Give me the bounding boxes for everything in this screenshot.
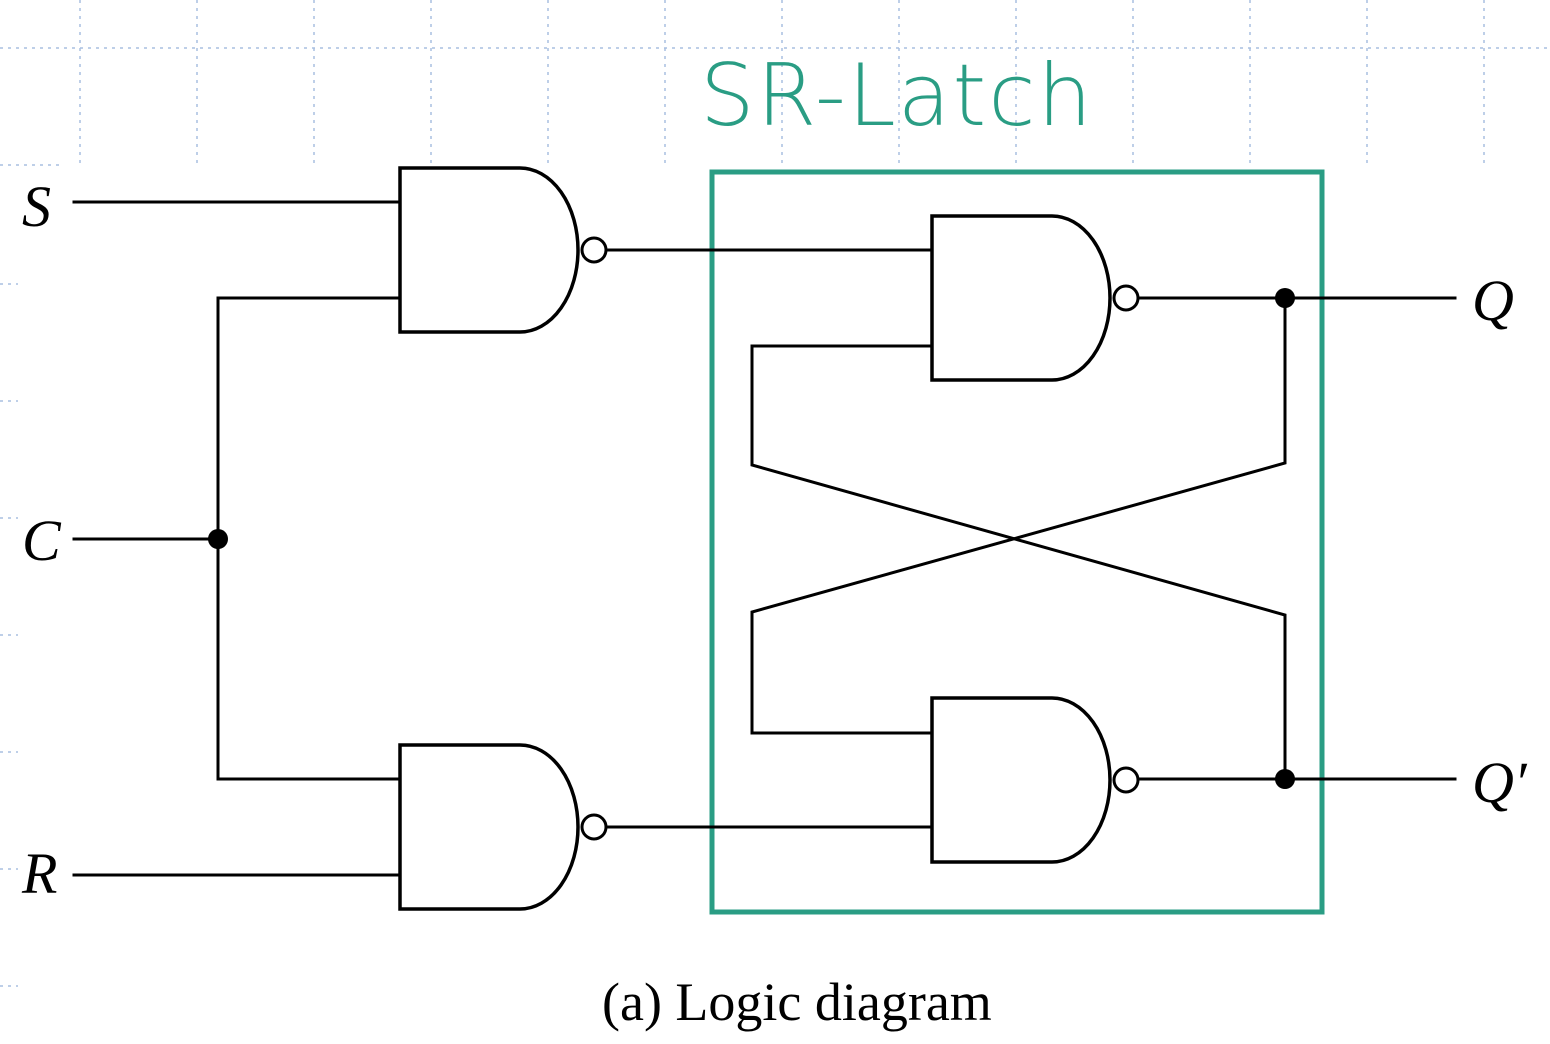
inversion-bubble (580, 813, 608, 841)
input-label-c: C (22, 508, 62, 573)
nand-gate-input-bottom (398, 743, 608, 911)
inversion-bubble (1112, 766, 1140, 794)
wire-q-feedback (750, 296, 1287, 735)
junction-dot-clock (208, 529, 228, 549)
input-label-r: R (21, 841, 57, 906)
inversion-bubble (580, 236, 608, 264)
output-label-q: Q (1472, 268, 1514, 333)
nand-gate-latch-bottom (930, 696, 1140, 864)
nand-gate-latch-top (930, 214, 1140, 382)
output-label-q-prime: Q′ (1472, 750, 1528, 815)
grid-vertical-lines (79, 0, 1485, 165)
nand-gate-body (398, 166, 580, 334)
junction-dot-q (1275, 288, 1295, 308)
latch-highlight-box (709, 169, 1325, 915)
nand-gate-body (398, 743, 580, 911)
grid-horizontal-lines (0, 47, 1550, 987)
nand-gate-body (930, 214, 1112, 382)
inversion-bubble (1112, 284, 1140, 312)
latch-title: SR-Latch (700, 46, 1094, 146)
wires (72, 200, 1457, 877)
wire-q-prime-feedback (750, 344, 1287, 781)
nand-gate-body (930, 696, 1112, 864)
nand-gate-input-top (398, 166, 608, 334)
junction-dot-q-prime (1275, 769, 1295, 789)
input-label-s: S (22, 174, 51, 239)
figure-caption: (a) Logic diagram (602, 972, 992, 1032)
wire-clock-bus (216, 296, 402, 781)
